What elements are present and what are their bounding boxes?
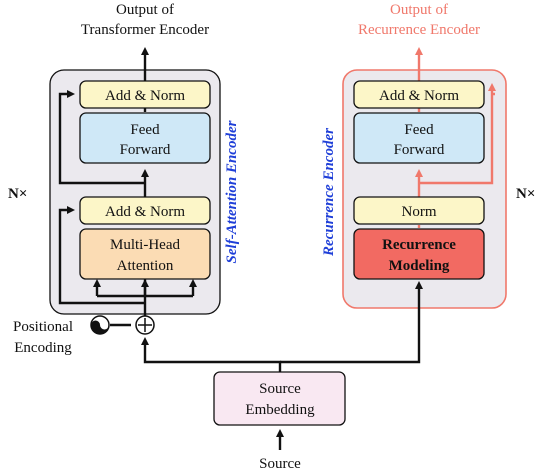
- multi-head-attention-box: [79, 228, 211, 280]
- recurrence-encoder-label: Recurrence Encoder: [321, 128, 337, 257]
- recurrence-feed-forward-line2: Forward: [394, 142, 445, 158]
- recurrence-feed-forward-line1: Feed: [404, 122, 434, 138]
- source-embedding-line2: Embedding: [245, 402, 315, 418]
- recurrence-norm-box: [353, 196, 485, 225]
- transformer-feed-forward-line2: Forward: [120, 142, 171, 158]
- transformer-add-norm-bottom: [79, 196, 211, 225]
- recurrence-modeling-line1: Recurrence: [382, 237, 456, 253]
- positional-encoding-line1: Positional: [13, 319, 73, 335]
- transformer-add-norm-top-label: Add & Norm: [105, 88, 185, 104]
- source-embedding-box: [213, 371, 346, 426]
- recurrence-output-title-line2: Recurrence Encoder: [358, 22, 480, 38]
- embedding-split-arrows: [141, 337, 421, 450]
- transformer-output-title-line1: Output of: [116, 2, 174, 18]
- source-label: Source: [259, 456, 301, 472]
- recurrence-feed-forward-box: [353, 112, 485, 164]
- source-embedding-line1: Source: [259, 381, 301, 397]
- sine-wave-icon: [90, 315, 110, 335]
- transformer-add-norm-bottom-label: Add & Norm: [105, 204, 185, 220]
- add-operator-icon: [135, 315, 155, 335]
- transformer-feed-forward-line1: Feed: [130, 122, 160, 138]
- recurrence-repeat-label: N×: [516, 186, 535, 202]
- transformer-feed-forward-box: [79, 112, 211, 164]
- recurrence-modeling-line2: Modeling: [389, 258, 450, 274]
- multi-head-attention-line2: Attention: [117, 258, 174, 274]
- recurrence-add-norm-label: Add & Norm: [379, 88, 459, 104]
- recurrence-modeling-box: [353, 228, 485, 280]
- transformer-output-title-line2: Transformer Encoder: [81, 22, 209, 38]
- recurrence-norm-label: Norm: [402, 204, 437, 220]
- multi-head-attention-line1: Multi-Head: [110, 237, 180, 253]
- transformer-arrows: [58, 47, 197, 327]
- recurrence-add-norm: [353, 80, 485, 109]
- recurrence-output-title-line1: Output of: [390, 2, 448, 18]
- transformer-add-norm-top: [79, 80, 211, 109]
- positional-encoding-line2: Encoding: [14, 340, 72, 356]
- transformer-repeat-label: N×: [8, 186, 27, 202]
- self-attention-encoder-label: Self-Attention Encoder: [224, 120, 240, 263]
